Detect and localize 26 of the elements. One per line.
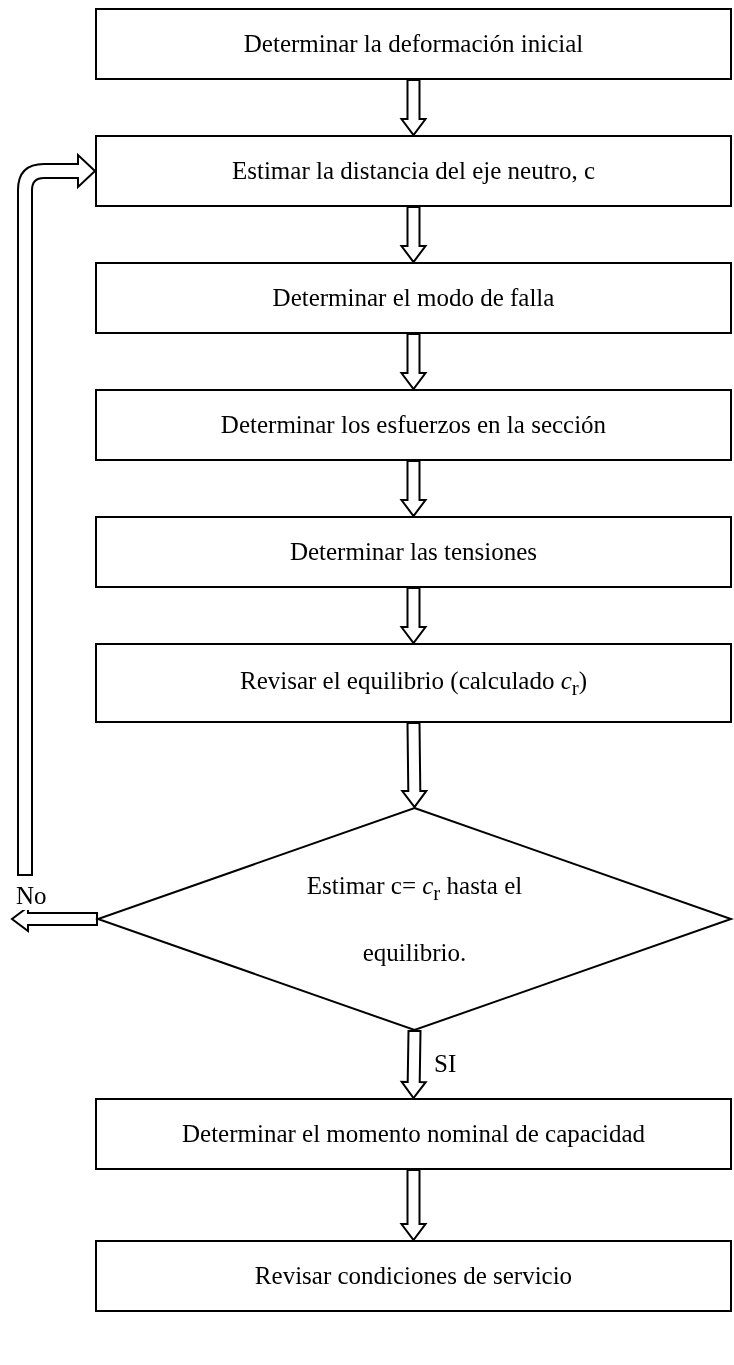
step-text: Estimar la distancia del eje neutro, c xyxy=(231,156,596,186)
step-text: Determinar las tensiones xyxy=(289,537,538,567)
block-arrow xyxy=(399,587,428,645)
process-box xyxy=(95,516,732,588)
block-arrow xyxy=(399,206,428,264)
block-arrow xyxy=(399,1169,428,1242)
block-arrow xyxy=(399,79,428,137)
process-box xyxy=(95,262,732,334)
process-box xyxy=(95,135,732,207)
process-box xyxy=(95,1240,732,1312)
process-box xyxy=(95,8,732,80)
process-box xyxy=(95,389,732,461)
block-arrow xyxy=(400,721,429,809)
step-text: Revisar condiciones de servicio xyxy=(254,1261,573,1291)
step-text: Determinar el momento nominal de capacidad xyxy=(182,1119,645,1149)
decision-text: Estimar c= c$_{r}$ hasta el equilibrio. xyxy=(305,870,524,969)
block-arrow xyxy=(399,460,428,518)
step-text: Determinar la deformación inicial xyxy=(243,29,584,59)
process-box xyxy=(95,643,732,723)
step-text: Determinar el modo de falla xyxy=(272,283,555,313)
block-arrow xyxy=(399,1029,428,1100)
process-box xyxy=(95,1098,732,1170)
step-text: Revisar el equilibrio (calculado c$_{r}$) xyxy=(239,665,588,701)
block-arrow xyxy=(399,333,428,391)
step-text: Determinar los esfuerzos en la sección xyxy=(220,410,607,440)
block-arrow xyxy=(17,154,96,876)
